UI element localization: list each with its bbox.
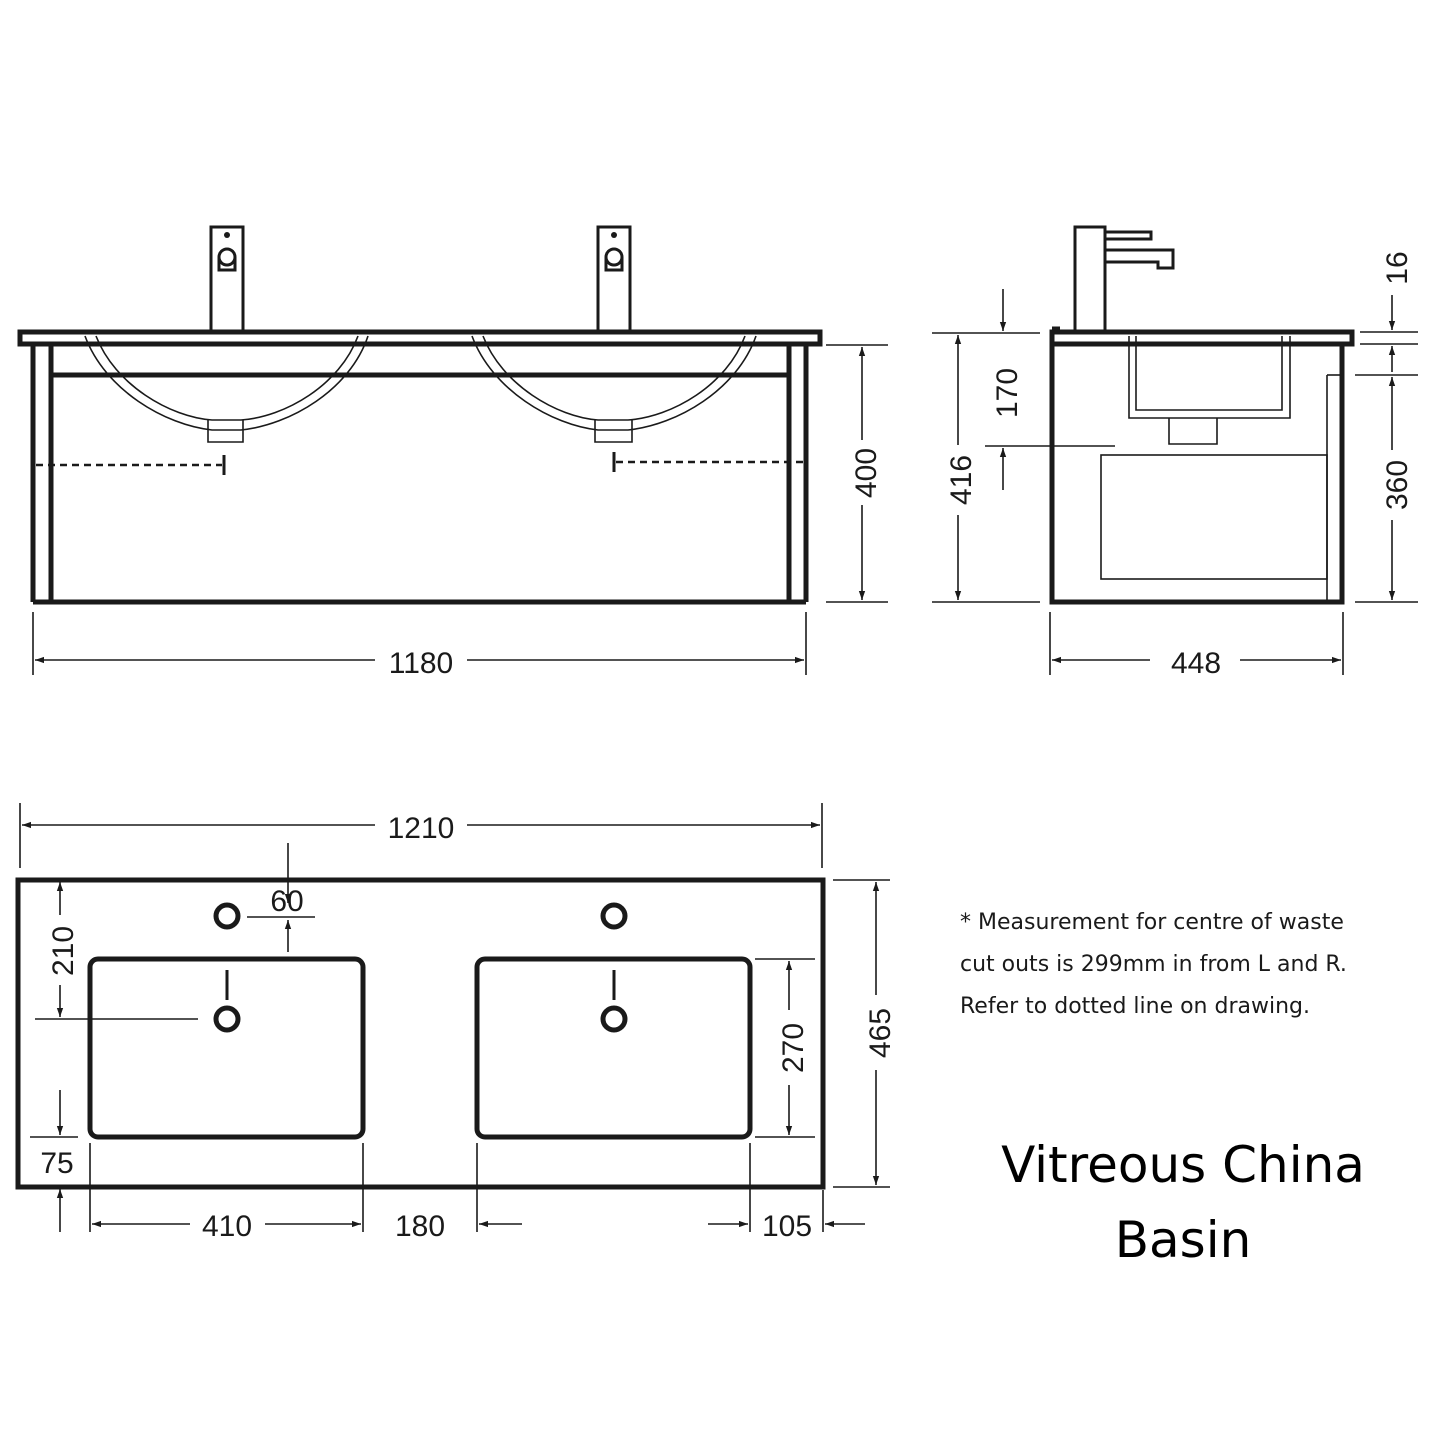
dim-label-360: 360 <box>1381 460 1414 510</box>
dim-side-top-thickness: 16 <box>1360 251 1418 372</box>
dim-side-width: 448 <box>1049 612 1344 680</box>
dim-label-75: 75 <box>40 1147 73 1180</box>
dim-tap-to-bowl: 210 <box>35 882 198 1020</box>
dim-bowl-gap: 180 <box>395 1143 522 1243</box>
dim-bowl-width: 410 <box>89 1143 364 1243</box>
dim-label-270: 270 <box>777 1023 810 1073</box>
product-title: Vitreous China Basin <box>1001 1136 1365 1269</box>
dim-front-width: 1180 <box>32 612 807 680</box>
dim-label-448: 448 <box>1171 647 1221 680</box>
front-countertop <box>17 329 823 347</box>
note-line-3: Refer to dotted line on drawing. <box>960 994 1310 1019</box>
dim-label-465: 465 <box>864 1008 897 1058</box>
dim-label-210: 210 <box>47 926 80 976</box>
dim-label-416: 416 <box>945 455 978 505</box>
waste-hole-right <box>600 1005 628 1033</box>
side-view: 416 170 448 16 <box>932 225 1418 680</box>
waste-hole-left <box>213 1005 241 1033</box>
dim-label-105: 105 <box>762 1210 812 1243</box>
dim-side-edge: 105 <box>708 1143 865 1243</box>
top-bowl-left <box>87 956 366 1140</box>
front-view: 1180 400 <box>17 225 888 680</box>
top-bowl-right <box>474 956 753 1140</box>
dim-label-60: 60 <box>270 885 303 918</box>
top-slab-outline <box>15 877 826 1190</box>
dim-top-width: 1210 <box>19 803 823 868</box>
note-line-1: * Measurement for centre of waste <box>960 910 1344 935</box>
side-tap <box>1073 225 1175 333</box>
dim-label-410: 410 <box>202 1210 252 1243</box>
title-line-2: Basin <box>1115 1211 1252 1269</box>
dim-label-1210: 1210 <box>388 812 455 845</box>
front-bowl-left <box>84 335 369 443</box>
dim-side-basin-depth: 170 <box>985 289 1115 490</box>
dim-label-16: 16 <box>1381 251 1414 284</box>
dim-label-180: 180 <box>395 1210 445 1243</box>
side-drawer <box>1100 454 1328 580</box>
side-cabinet <box>1049 341 1345 605</box>
dim-label-1180: 1180 <box>389 647 454 680</box>
measurement-note: * Measurement for centre of waste cut ou… <box>960 910 1347 1019</box>
note-line-2: cut outs is 299mm in from L and R. <box>960 952 1347 977</box>
dim-label-400: 400 <box>850 448 883 498</box>
dim-tap-hole: 60 <box>247 843 315 952</box>
dim-top-depth: 465 <box>833 879 897 1188</box>
tap-hole-left <box>213 902 241 930</box>
title-line-1: Vitreous China <box>1001 1136 1365 1194</box>
front-bowl-right <box>471 335 757 443</box>
front-cabinet <box>30 344 809 605</box>
tap-hole-right <box>600 902 628 930</box>
dim-side-cabinet-height: 360 <box>1355 374 1418 603</box>
side-bowl-section <box>1128 336 1291 445</box>
dim-front-height: 400 <box>826 344 888 603</box>
front-tap-left <box>209 225 245 333</box>
front-tap-right <box>596 225 632 333</box>
dim-label-170: 170 <box>991 368 1024 418</box>
dim-side-height: 416 <box>932 332 1040 603</box>
dim-bowl-depth: 270 <box>755 958 815 1138</box>
top-view: 1210 60 210 <box>15 803 897 1243</box>
dim-front-edge: 75 <box>30 1090 78 1232</box>
